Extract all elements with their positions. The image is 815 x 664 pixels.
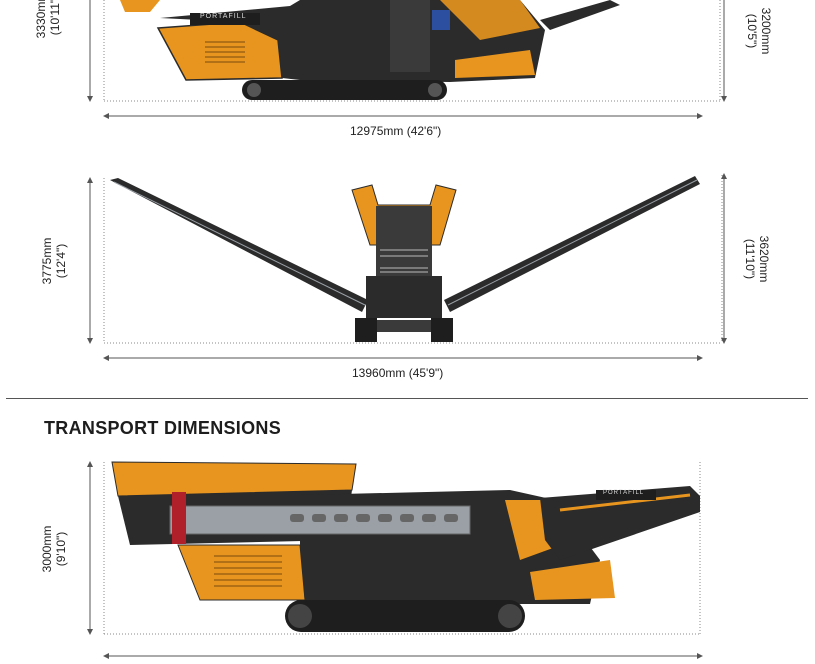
front-view-right-height-mm: 3620mm [757, 235, 771, 283]
side-view-logo-plate [190, 13, 260, 25]
transport-view-logo: PORTAFILL [603, 490, 645, 496]
front-view-right-height-imperial: (11'10") [743, 238, 757, 280]
front-view-left-height-mm: 3775mm [40, 237, 54, 285]
front-view-left-conveyor-belt [113, 181, 366, 306]
side-view-machine [103, 0, 721, 102]
side-view-orange-panel [440, 0, 540, 40]
front-view-screen [376, 206, 432, 276]
side-view-control-panel [432, 10, 450, 30]
front-view-right-conveyor [444, 176, 700, 312]
side-view-screen-box [390, 0, 430, 72]
section-divider [6, 398, 808, 399]
transport-view-conveyor-holes [290, 514, 458, 522]
transport-view-red-roller [172, 492, 186, 544]
side-view-hopper-tip [120, 0, 160, 12]
side-view-right-height-mm: 3200mm [759, 7, 773, 55]
transport-view-machine [103, 461, 701, 635]
front-view-screen-mesh [380, 249, 428, 273]
transport-view-rear-panel [530, 560, 615, 600]
front-view-left-conveyor [110, 178, 368, 312]
side-view-left-height-mm: 3330mm [34, 0, 48, 39]
front-view-width-label: 13960mm (45'9") [352, 366, 444, 380]
transport-view-rear-conveyor [540, 486, 700, 560]
front-view-right-conveyor-belt [447, 179, 698, 306]
front-view-left-track [355, 318, 377, 342]
transport-view-drive-wheel [498, 604, 522, 628]
front-view-right-track [431, 318, 453, 342]
side-view-length-label: 12975mm (42'6") [350, 124, 442, 138]
transport-view-engine-housing [177, 544, 306, 601]
side-view-conveyor [540, 0, 620, 30]
transport-view-height-mm: 3000mm [40, 525, 54, 573]
side-view-right-height-imperial: (10'5") [745, 13, 759, 49]
side-view-left-height-imperial: (10'11") [48, 0, 62, 36]
transport-view-grille [214, 555, 282, 587]
transport-view-logo-plate [596, 490, 656, 500]
transport-view-rear-conveyor-stripe [559, 493, 691, 512]
transport-view-track [285, 600, 525, 632]
transport-view-height-label: 3000mm (9'10") [40, 514, 70, 584]
front-view-right-height-label: 3620mm (11'10") [741, 219, 771, 299]
side-view-track [242, 80, 447, 100]
transport-section-title: TRANSPORT DIMENSIONS [44, 418, 282, 438]
front-view-left-height-imperial: (12'4") [54, 243, 68, 279]
side-view-right-height-label: 3200mm (10'5") [743, 0, 773, 71]
front-view-axle [377, 320, 431, 332]
front-view-base [366, 276, 442, 318]
side-view-left-height-label: 3330mm (10'11") [34, 0, 64, 50]
front-view-left-height-label: 3775mm (12'4") [40, 226, 70, 296]
side-view-logo: PORTAFILL [200, 13, 247, 20]
transport-view-height-imperial: (9'10") [54, 531, 68, 567]
front-view-machine [103, 175, 723, 344]
side-view-track-links [247, 83, 442, 97]
side-view-grille [205, 41, 245, 63]
transport-view-idler-wheel [288, 604, 312, 628]
side-view-rear-panel [455, 50, 535, 78]
